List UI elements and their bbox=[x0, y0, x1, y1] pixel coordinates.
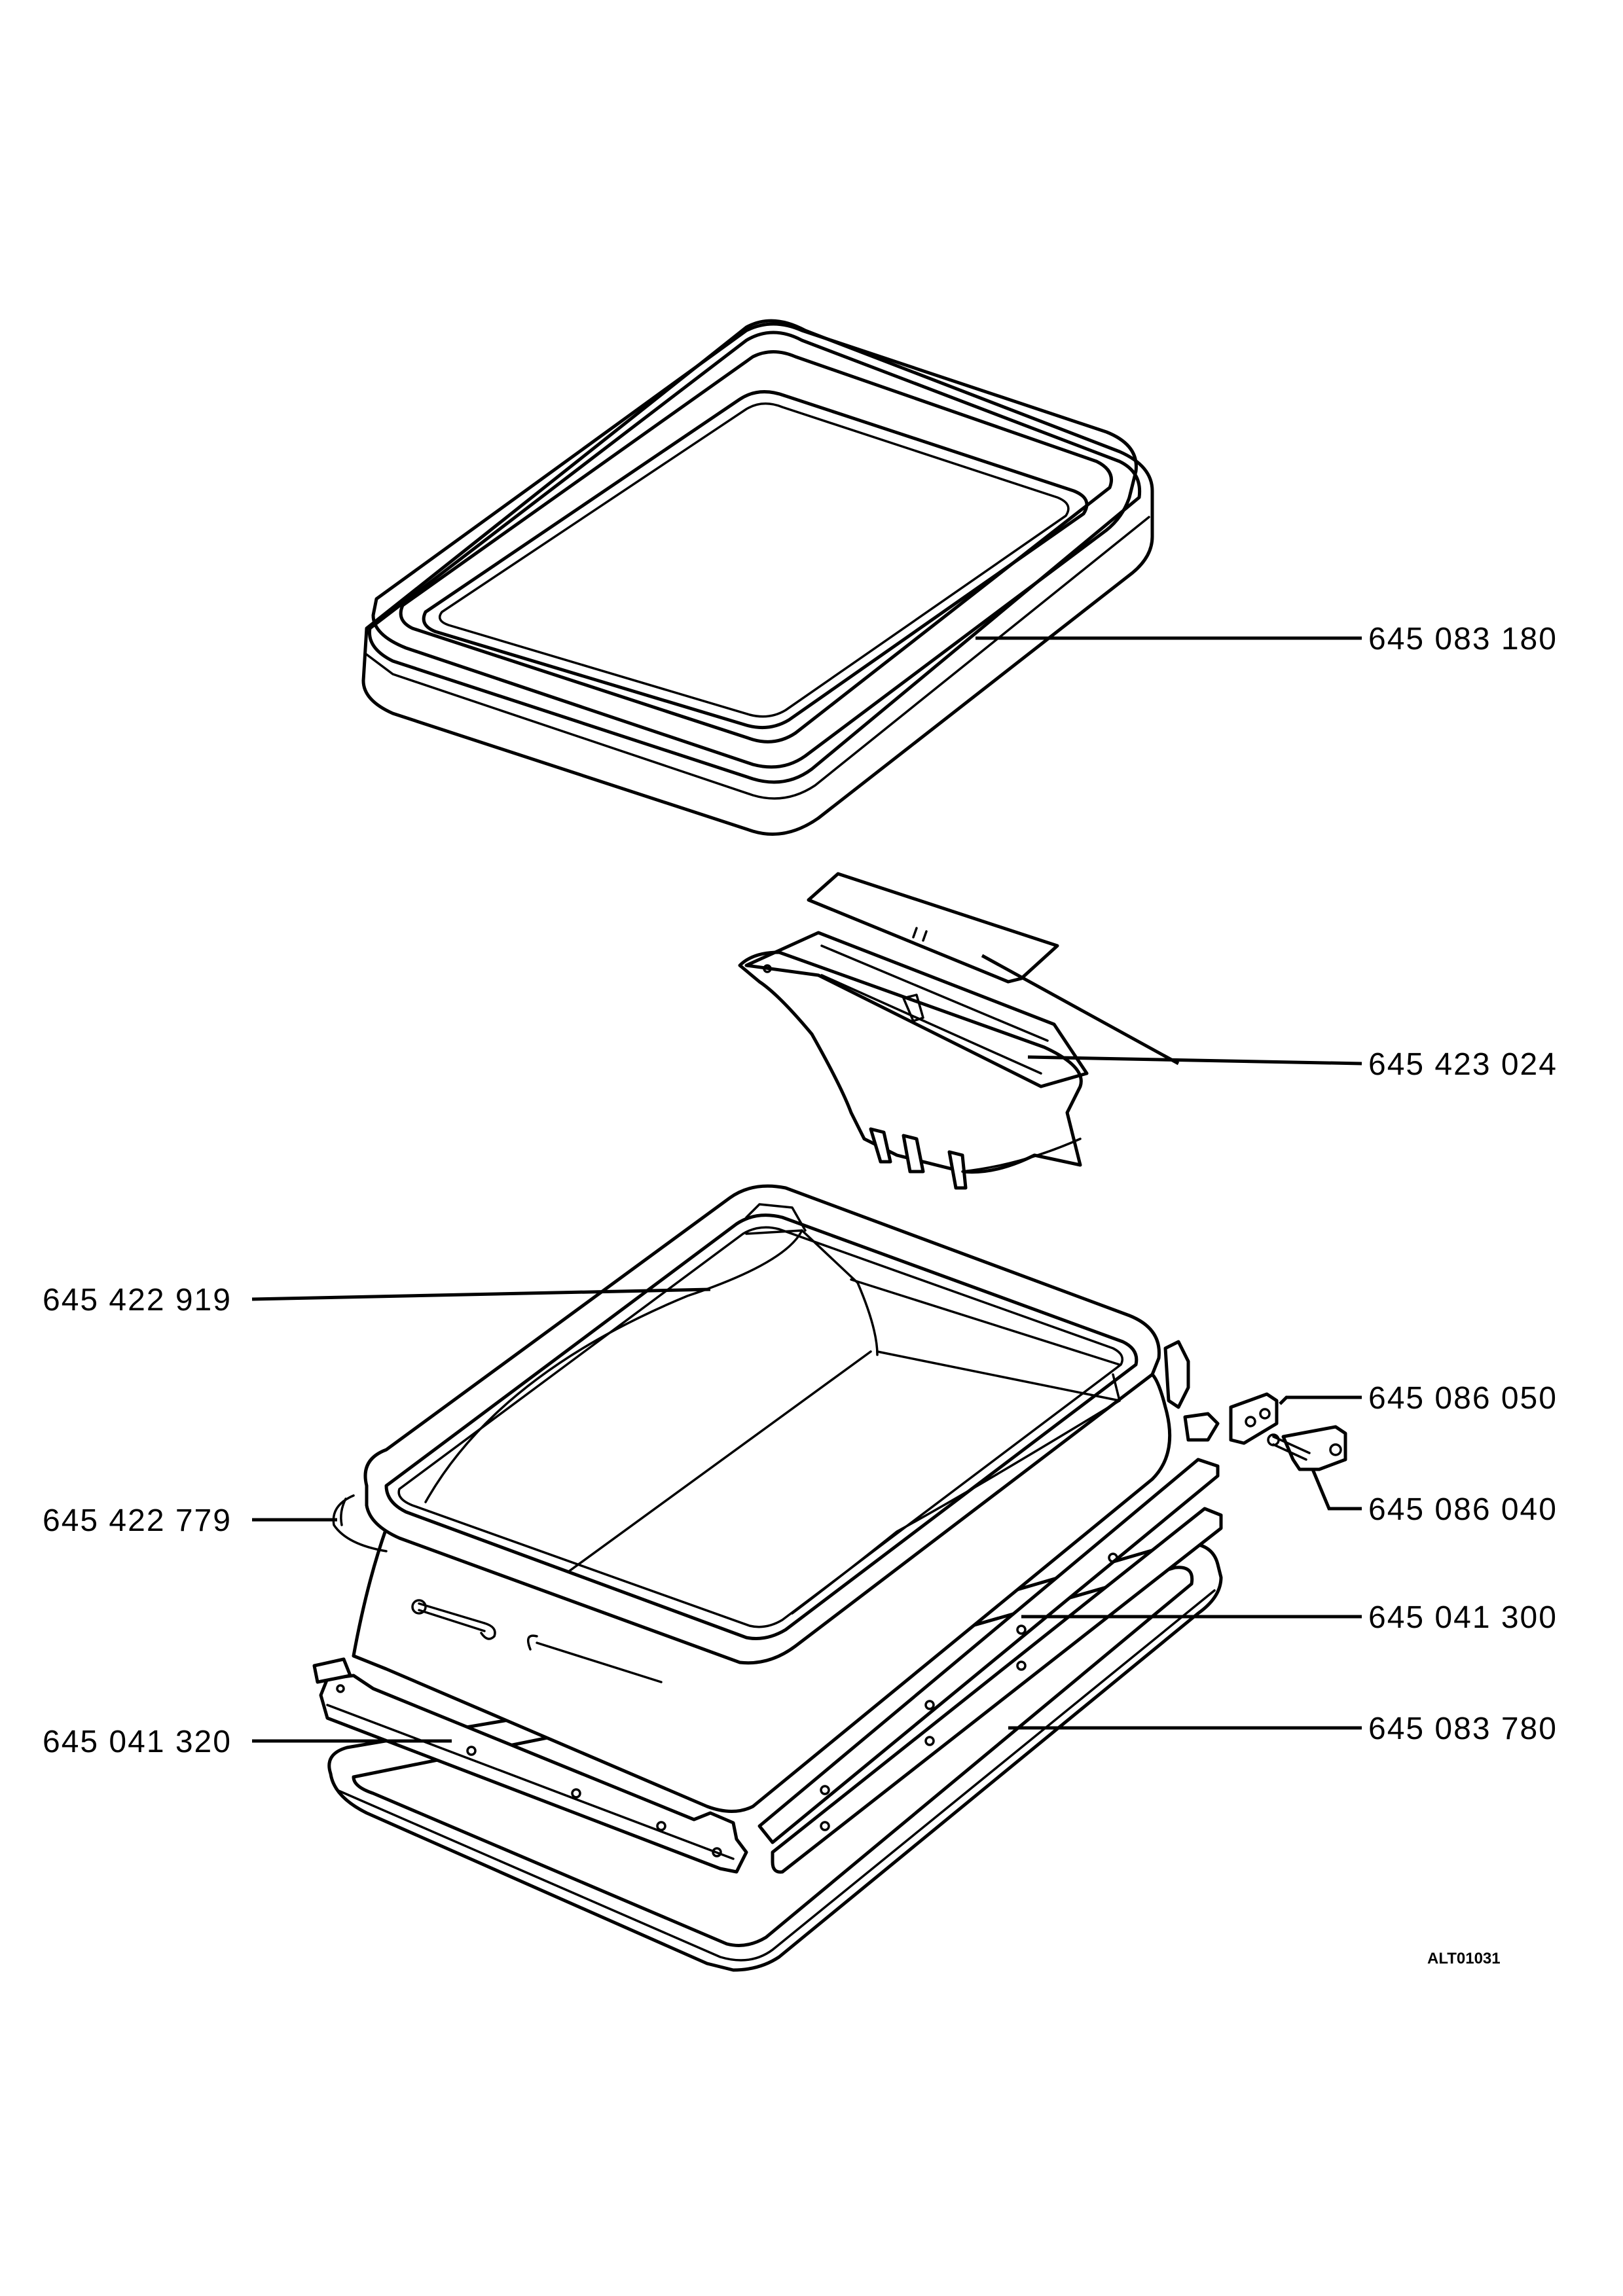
label-right-rail: 645 041 300 bbox=[1368, 1600, 1558, 1635]
hinge-pin-part bbox=[1267, 1425, 1347, 1471]
left-rail-part bbox=[319, 1674, 748, 1874]
label-top-frame: 645 083 180 bbox=[1368, 622, 1558, 656]
label-dispenser: 645 423 024 bbox=[1368, 1047, 1558, 1082]
leader-drum-bellows bbox=[251, 1287, 711, 1301]
dispenser-part bbox=[738, 872, 1089, 1190]
hinge-plate-part bbox=[1163, 1340, 1279, 1445]
leader-dispenser bbox=[1027, 1055, 1362, 1066]
label-left-rail: 645 041 320 bbox=[43, 1725, 232, 1759]
leader-hinge-pin bbox=[1311, 1469, 1362, 1511]
drum-bellows-part bbox=[312, 1184, 1172, 1813]
label-hinge-pin: 645 086 040 bbox=[1368, 1492, 1558, 1527]
leader-lines bbox=[251, 636, 1362, 1743]
right-rail-part bbox=[757, 1458, 1223, 1874]
reference-code: ALT01031 bbox=[1427, 1950, 1501, 1967]
top-frame-part bbox=[361, 319, 1154, 836]
label-hinge-plate: 645 086 050 bbox=[1368, 1381, 1558, 1416]
leader-hinge-plate bbox=[1279, 1395, 1362, 1405]
clamp-ring-part bbox=[332, 1494, 388, 1552]
label-bottom-frame: 645 083 780 bbox=[1368, 1712, 1558, 1746]
leader-dispenser-lid bbox=[981, 954, 1180, 1066]
label-clamp-ring: 645 422 779 bbox=[43, 1503, 232, 1538]
label-drum-bellows: 645 422 919 bbox=[43, 1283, 232, 1318]
